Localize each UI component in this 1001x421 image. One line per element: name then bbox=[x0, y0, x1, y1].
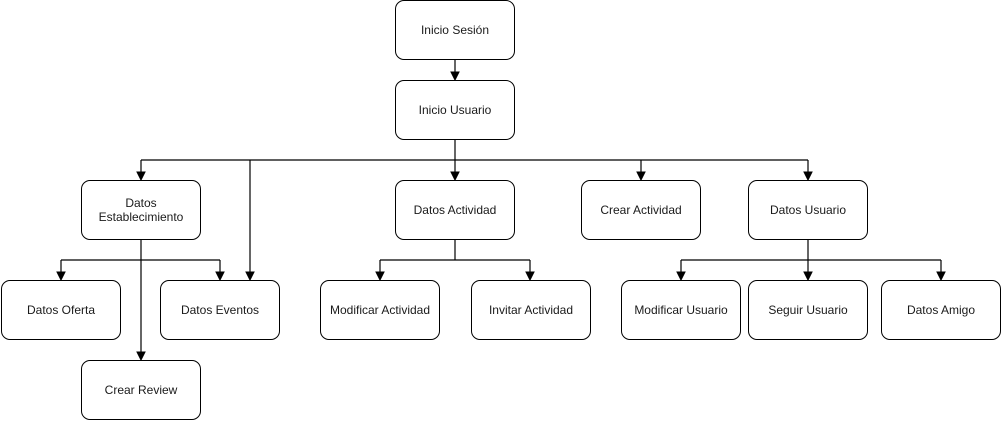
node-modificar-usuario[interactable]: Modificar Usuario bbox=[621, 280, 741, 340]
node-datos-eventos[interactable]: Datos Eventos bbox=[160, 280, 280, 340]
arrowhead bbox=[136, 171, 146, 182]
arrowhead bbox=[525, 271, 535, 282]
arrowhead bbox=[803, 171, 813, 182]
node-inicio-usuario[interactable]: Inicio Usuario bbox=[395, 80, 515, 140]
node-crear-actividad[interactable]: Crear Actividad bbox=[581, 180, 701, 240]
arrowhead bbox=[936, 271, 946, 282]
node-inicio-sesion[interactable]: Inicio Sesión bbox=[395, 0, 515, 60]
node-seguir-usuario[interactable]: Seguir Usuario bbox=[748, 280, 868, 340]
arrowhead bbox=[803, 271, 813, 282]
arrowhead bbox=[375, 271, 385, 282]
arrowhead bbox=[136, 351, 146, 362]
node-invitar-actividad[interactable]: Invitar Actividad bbox=[471, 280, 591, 340]
arrowhead bbox=[56, 271, 66, 282]
arrowhead bbox=[215, 271, 225, 282]
node-datos-establecimiento[interactable]: Datos Establecimiento bbox=[81, 180, 201, 240]
node-datos-usuario[interactable]: Datos Usuario bbox=[748, 180, 868, 240]
node-crear-review[interactable]: Crear Review bbox=[81, 360, 201, 420]
arrowhead bbox=[450, 71, 460, 82]
node-datos-amigo[interactable]: Datos Amigo bbox=[881, 280, 1001, 340]
arrowhead bbox=[676, 271, 686, 282]
arrowhead bbox=[636, 171, 646, 182]
arrowhead bbox=[245, 271, 255, 282]
node-datos-actividad[interactable]: Datos Actividad bbox=[395, 180, 515, 240]
node-modificar-actividad[interactable]: Modificar Actividad bbox=[320, 280, 440, 340]
arrowhead bbox=[450, 171, 460, 182]
node-datos-oferta[interactable]: Datos Oferta bbox=[1, 280, 121, 340]
